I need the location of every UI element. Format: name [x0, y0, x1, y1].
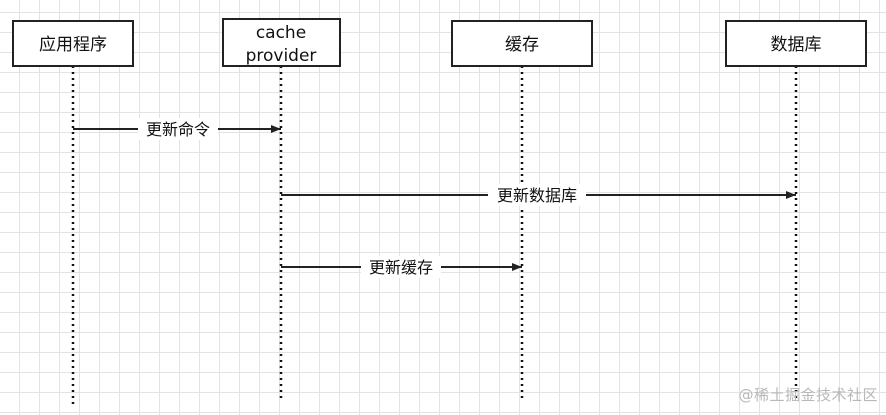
- message-update-database: 更新数据库: [281, 184, 796, 206]
- message-update-command-label: 更新命令: [146, 120, 210, 139]
- actor-app: 应用程序: [12, 20, 134, 67]
- actor-app-label: 应用程序: [39, 35, 107, 55]
- watermark: @稀土掘金技术社区: [738, 386, 878, 404]
- actor-provider-label-line-2: provider: [246, 46, 317, 66]
- actor-cache: 缓存: [451, 20, 593, 67]
- message-update-cache: 更新缓存: [281, 256, 522, 278]
- message-update-command: 更新命令: [73, 118, 281, 140]
- actor-cache-label: 缓存: [505, 35, 539, 55]
- actor-db: 数据库: [725, 20, 867, 67]
- actor-db-label: 数据库: [771, 35, 822, 55]
- message-update-cache-label: 更新缓存: [369, 258, 433, 277]
- message-update-database-label: 更新数据库: [497, 186, 577, 205]
- actor-provider-label-line-1: cache: [256, 23, 306, 43]
- actor-provider: cache provider: [222, 18, 341, 67]
